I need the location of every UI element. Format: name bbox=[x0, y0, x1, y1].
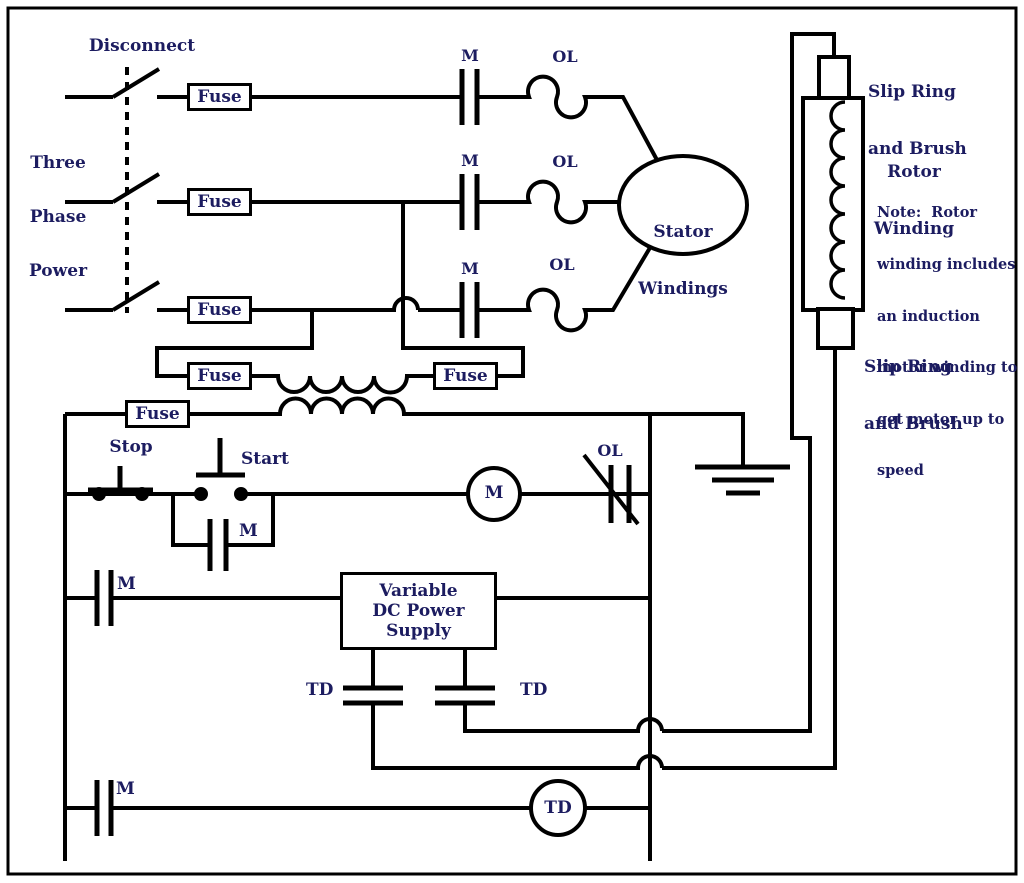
m-label-phase1: M bbox=[461, 46, 479, 65]
m-label-phase2: M bbox=[461, 151, 479, 170]
m-label-rung3: M bbox=[116, 779, 135, 799]
note-line: get motor up to bbox=[877, 410, 1005, 428]
three-phase-power-label: Three Phase Power bbox=[29, 118, 87, 316]
fuse-label: Fuse bbox=[197, 366, 242, 386]
slip-ring-line: Slip Ring bbox=[868, 82, 956, 102]
stator-windings-circle bbox=[617, 154, 749, 256]
transformer-secondary-winding bbox=[65, 396, 745, 467]
slip-ring-top-label: Slip Ring and Brush bbox=[868, 45, 967, 197]
overload-heater-phase2 bbox=[523, 179, 591, 225]
m-contact-rung2 bbox=[94, 570, 114, 626]
transformer-primary-winding bbox=[252, 374, 433, 395]
ol-label-phase2: OL bbox=[552, 152, 578, 171]
seal-in-m-contact bbox=[207, 519, 229, 571]
slip-ring-line: and Brush bbox=[864, 414, 963, 434]
td-left-branch-wire bbox=[371, 348, 837, 770]
fuse-label: Fuse bbox=[197, 300, 242, 320]
fuse-label: Fuse bbox=[197, 192, 242, 212]
m-label-seal-in: M bbox=[239, 521, 258, 541]
td-right-branch-wire bbox=[463, 32, 836, 733]
note-line: Note: Rotor bbox=[877, 204, 978, 222]
stator-line: Windings bbox=[638, 279, 728, 299]
stop-terminal-dot bbox=[92, 487, 106, 501]
wire-phase3-to-stator bbox=[591, 244, 653, 312]
start-label: Start bbox=[241, 449, 289, 469]
start-terminal-dot bbox=[194, 487, 208, 501]
fuse-label: Fuse bbox=[135, 404, 180, 424]
stop-terminal-dot bbox=[135, 487, 149, 501]
rotor-winding-label: Rotor Winding bbox=[874, 125, 954, 277]
rotor-winding-line: Winding bbox=[873, 219, 955, 239]
m-contact-rung3 bbox=[94, 780, 114, 836]
diagram-border bbox=[6, 6, 1018, 876]
overload-heater-phase3 bbox=[523, 287, 591, 333]
overload-heater-phase1 bbox=[523, 74, 591, 120]
td-coil-label: TD bbox=[544, 798, 572, 818]
note-line: motor winding to bbox=[877, 359, 1018, 377]
fuse-label: Fuse bbox=[197, 87, 242, 107]
note-line: speed bbox=[877, 462, 924, 480]
wire-phase2 bbox=[65, 172, 523, 204]
wire-phase1-to-stator bbox=[591, 95, 659, 161]
fuse-phase3: Fuse bbox=[187, 296, 252, 324]
note-line: winding includes bbox=[877, 256, 1016, 274]
stator-line: Stator bbox=[653, 222, 713, 242]
stop-button-symbol bbox=[88, 466, 153, 493]
stop-label: Stop bbox=[109, 437, 153, 457]
wire-phase1 bbox=[65, 67, 523, 99]
td-contact-right bbox=[435, 685, 495, 706]
source-line: Three bbox=[30, 153, 86, 173]
start-terminal-dot bbox=[234, 487, 248, 501]
m-label-phase3: M bbox=[461, 259, 479, 278]
fuse-label: Fuse bbox=[443, 366, 488, 386]
ol-label-control: OL bbox=[597, 441, 623, 460]
m-contact-phase1 bbox=[459, 69, 480, 125]
ol-label-phase1: OL bbox=[552, 47, 578, 66]
slip-ring-line: Slip Ring bbox=[864, 357, 952, 377]
m-contact-phase3 bbox=[459, 282, 480, 338]
note-line: an induction bbox=[877, 307, 980, 325]
td-contact-left bbox=[343, 685, 403, 706]
wire-tap-phase2 bbox=[401, 202, 525, 378]
m-label-rung2: M bbox=[117, 574, 136, 594]
wire-phase3 bbox=[65, 280, 523, 312]
slip-ring-line: and Brush bbox=[868, 139, 967, 159]
m-coil bbox=[466, 466, 522, 522]
td-label-left: TD bbox=[306, 680, 334, 700]
ol-label-phase3: OL bbox=[549, 255, 575, 274]
start-button-symbol bbox=[196, 438, 245, 478]
seal-in-branch-wire bbox=[171, 494, 275, 547]
wire-tap-phase3 bbox=[155, 310, 314, 378]
fuse-control: Fuse bbox=[125, 400, 190, 428]
td-coil bbox=[529, 779, 587, 837]
fuse-phase2: Fuse bbox=[187, 188, 252, 216]
fuse-transformer-left: Fuse bbox=[187, 362, 252, 390]
fuse-transformer-right: Fuse bbox=[433, 362, 498, 390]
stator-windings-label: Stator Windings bbox=[638, 185, 728, 337]
slip-ring-top-box bbox=[817, 55, 851, 100]
slip-ring-bottom-box bbox=[816, 307, 855, 350]
disconnect-label: Disconnect bbox=[88, 36, 196, 56]
td-label-right: TD bbox=[520, 680, 548, 700]
dc-supply-line: Supply bbox=[386, 621, 451, 641]
rotor-coil-symbol bbox=[829, 100, 846, 300]
variable-dc-power-supply-box: Variable DC Power Supply bbox=[340, 572, 497, 650]
dc-supply-line: Variable bbox=[379, 581, 458, 601]
m-coil-label: M bbox=[484, 483, 504, 503]
m-contact-phase2 bbox=[459, 174, 480, 230]
rotor-note: Note: Rotor winding includes an inductio… bbox=[877, 170, 1017, 514]
dc-supply-line: DC Power bbox=[372, 601, 465, 621]
fuse-phase1: Fuse bbox=[187, 83, 252, 111]
source-line: Phase bbox=[29, 207, 87, 227]
source-line: Power bbox=[28, 261, 88, 281]
ground-symbol bbox=[695, 464, 790, 496]
rotor-winding-line: Rotor bbox=[887, 162, 941, 182]
overload-nc-slash bbox=[582, 453, 640, 526]
slip-ring-bottom-label: Slip Ring and Brush bbox=[864, 320, 963, 472]
